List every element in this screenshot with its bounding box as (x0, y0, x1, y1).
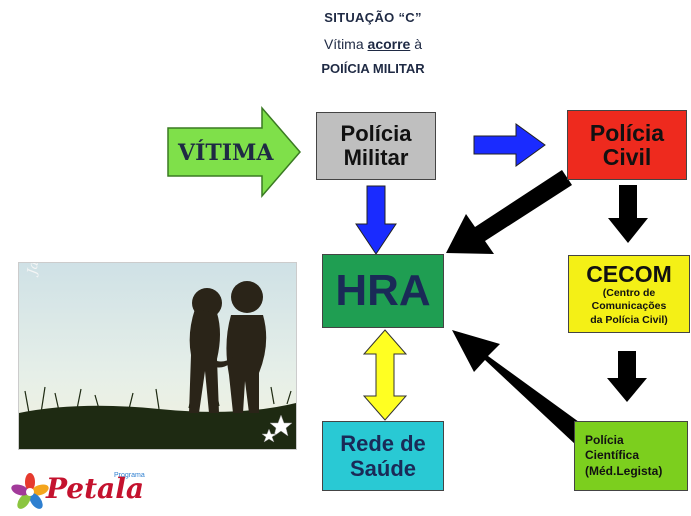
vitima-label: VÍTIMA (177, 139, 274, 166)
flower-icon (11, 473, 49, 509)
situation-subtitle: Vítima acorre à (323, 36, 423, 52)
arrow-cientifica-to-hra (452, 330, 590, 445)
children-silhouette-photo: Jana (18, 262, 297, 450)
petala-logo: Petala Programa (10, 470, 170, 514)
arrow-pm-to-hra (355, 185, 397, 255)
arrow-pc-to-cecom (608, 185, 648, 243)
hra-box: HRA (322, 254, 444, 328)
arrow-cecom-to-cientifica (607, 351, 647, 402)
arrow-pm-to-pc (473, 123, 546, 167)
situation-title: SITUAÇÃO “C” (324, 10, 422, 25)
arrow-hra-rede (362, 329, 408, 421)
vitima-arrow (167, 105, 301, 199)
arrow-pc-to-hra (446, 170, 572, 254)
situation-target: POIÍCIA MILITAR (321, 61, 425, 76)
